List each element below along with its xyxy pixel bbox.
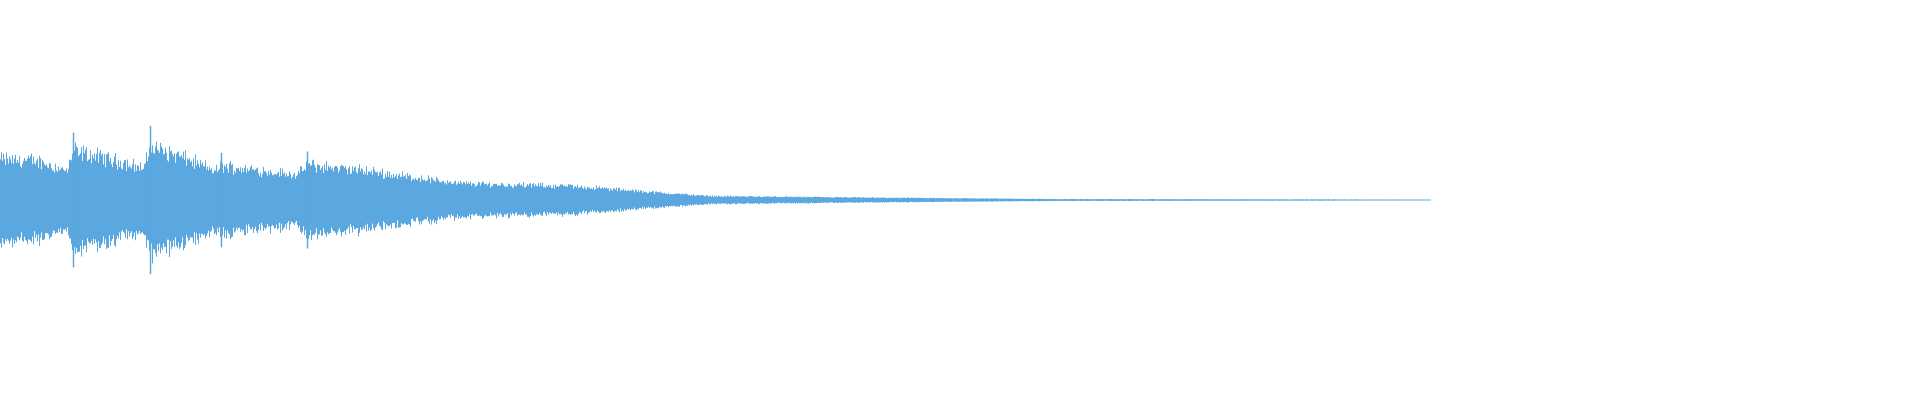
waveform-samples <box>0 141 1431 264</box>
